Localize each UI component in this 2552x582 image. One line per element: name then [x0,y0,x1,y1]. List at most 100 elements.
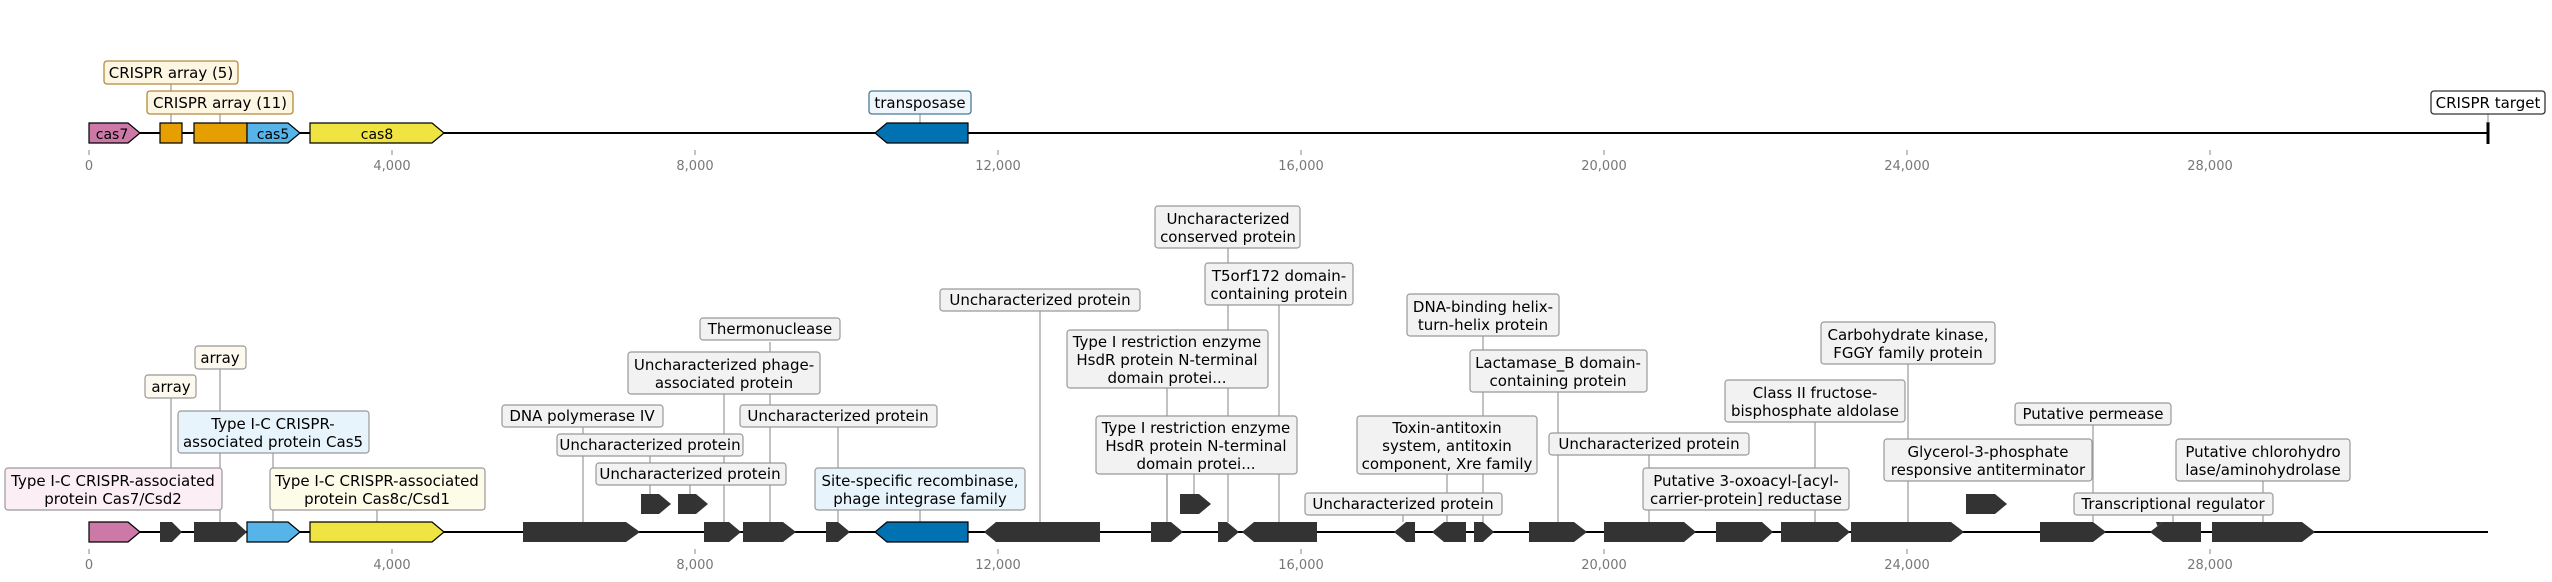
label-uncharacterized-4: Uncharacterized protein [939,288,1141,312]
axis-tick-label: 20,000 [1581,558,1627,573]
svg-text:Transcriptional regulator: Transcriptional regulator [2080,495,2265,513]
axis-tick-label: 4,000 [373,558,410,573]
top-label-crispr-target: CRISPR target [2430,90,2546,115]
axis-tick-label: 20,000 [1581,159,1627,174]
gene-lactamase[interactable] [1529,522,1587,542]
gene-cas5[interactable] [246,521,301,543]
label-recombinase: Site-specific recombinase,phage integras… [814,467,1026,511]
label-thermonuclease: Thermonuclease [699,317,841,341]
gene-glycerol-antiterminator[interactable] [1966,494,2007,514]
label-hth: DNA-binding helix-turn-helix protein [1406,293,1560,337]
svg-text:Type I-C CRISPR-associated pro: Type I-C CRISPR-associated protein Cas5 [183,415,363,451]
gene-small-2[interactable] [678,494,708,514]
label-uncharacterized-2: Uncharacterized protein [595,462,787,486]
gene-chlorohydrolase[interactable] [2212,522,2315,542]
label-phage-associated: Uncharacterized phage-associated protein [627,351,821,395]
svg-text:Putative permease: Putative permease [2022,405,2163,423]
gene-array-b[interactable] [194,522,247,542]
gene-cas8[interactable] [309,521,445,543]
gene-aldolase[interactable] [1781,522,1850,542]
gene-uncharacterized-6[interactable] [1604,522,1696,542]
top-gene-cas8[interactable] [309,122,445,144]
gene-permease[interactable] [2040,522,2106,542]
top-label-crispr-array-11: CRISPR array (11) [146,90,294,115]
top-gene-transposase[interactable] [874,122,969,144]
svg-text:Thermonuclease: Thermonuclease [707,320,832,338]
gene-transcriptional-regulator-body[interactable] [2150,522,2201,542]
axis-tick-label: 4,000 [373,159,410,174]
label-cas5: Type I-C CRISPR-associated protein Cas5 [177,410,370,454]
gene-hth[interactable] [1474,522,1494,542]
label-dna-polymerase-iv: DNA polymerase IV [501,404,664,428]
svg-text:CRISPR target: CRISPR target [2436,94,2541,112]
svg-text:transposase: transposase [874,94,965,112]
top-gene-cas5[interactable] [246,122,301,144]
gene-oxoacyl-reductase[interactable] [1716,522,1773,542]
gene-thermonuclease[interactable] [743,522,796,542]
svg-text:CRISPR array (11): CRISPR array (11) [153,94,287,112]
top-gene-cas7-label: cas7 [96,127,128,143]
svg-text:CRISPR array (5): CRISPR array (5) [109,64,233,82]
axis-tick-label: 28,000 [2187,159,2233,174]
gene-cas7[interactable] [88,521,141,543]
gene-uncharacterized-3[interactable] [826,522,850,542]
axis-tick-label: 16,000 [1278,159,1324,174]
gene-hsdr-2[interactable] [1218,522,1239,542]
label-uncharacterized-1: Uncharacterized protein [556,433,744,457]
axis-tick-label: 28,000 [2187,558,2233,573]
svg-text:Uncharacterized protein: Uncharacterized protein [1558,435,1739,453]
axis-tick-label: 0 [85,558,93,573]
axis-tick-label: 12,000 [975,558,1021,573]
gene-small-1[interactable] [641,494,671,514]
axis-tick-label: 12,000 [975,159,1021,174]
top-gene-cas5-label: cas5 [257,127,289,143]
svg-text:Uncharacterized phage-associat: Uncharacterized phage-associated protein [634,356,814,392]
svg-text:Class II fructose-bisphosphate: Class II fructose-bisphosphate aldolase [1731,384,1899,420]
top-crispr-array-11[interactable] [193,122,248,144]
gene-uncharacterized-4[interactable] [984,522,1100,542]
top-gene-cas8-label: cas8 [361,127,393,143]
svg-text:array: array [200,349,239,367]
svg-text:DNA-binding helix-turn-helix p: DNA-binding helix-turn-helix protein [1413,298,1553,334]
gene-toxin-small[interactable] [1394,522,1415,542]
axis-tick-label: 16,000 [1278,558,1324,573]
label-array-b: array [194,345,247,370]
top-label-transposase: transposase [868,90,972,115]
top-label-crispr-array-5: CRISPR array (5) [103,60,239,85]
label-uncharacterized-5: Uncharacterized protein [1304,492,1503,516]
svg-text:Carbohydrate kinase,FGGY famil: Carbohydrate kinase,FGGY family protein [1827,326,1988,362]
gene-hsdr-1[interactable] [1151,522,1183,542]
gene-kinase[interactable] [1851,522,1964,542]
svg-text:Uncharacterized protein: Uncharacterized protein [559,436,740,454]
top-gene-cas7[interactable] [88,122,141,144]
gene-t5orf172[interactable] [1242,522,1317,542]
svg-text:Uncharacterized protein: Uncharacterized protein [599,465,780,483]
gene-recombinase[interactable] [874,521,969,543]
label-uncharacterized-3: Uncharacterized protein [739,404,938,428]
gene-array-a[interactable] [160,522,182,542]
gene-dna-polymerase-iv[interactable] [523,522,640,542]
axis-tick-label: 24,000 [1884,159,1930,174]
gene-toxin-antitoxin[interactable] [1432,522,1466,542]
top-crispr-array-5[interactable] [159,122,183,144]
svg-text:array: array [151,378,190,396]
gene-phage-associated[interactable] [704,522,741,542]
gene-small-3[interactable] [1180,494,1211,514]
